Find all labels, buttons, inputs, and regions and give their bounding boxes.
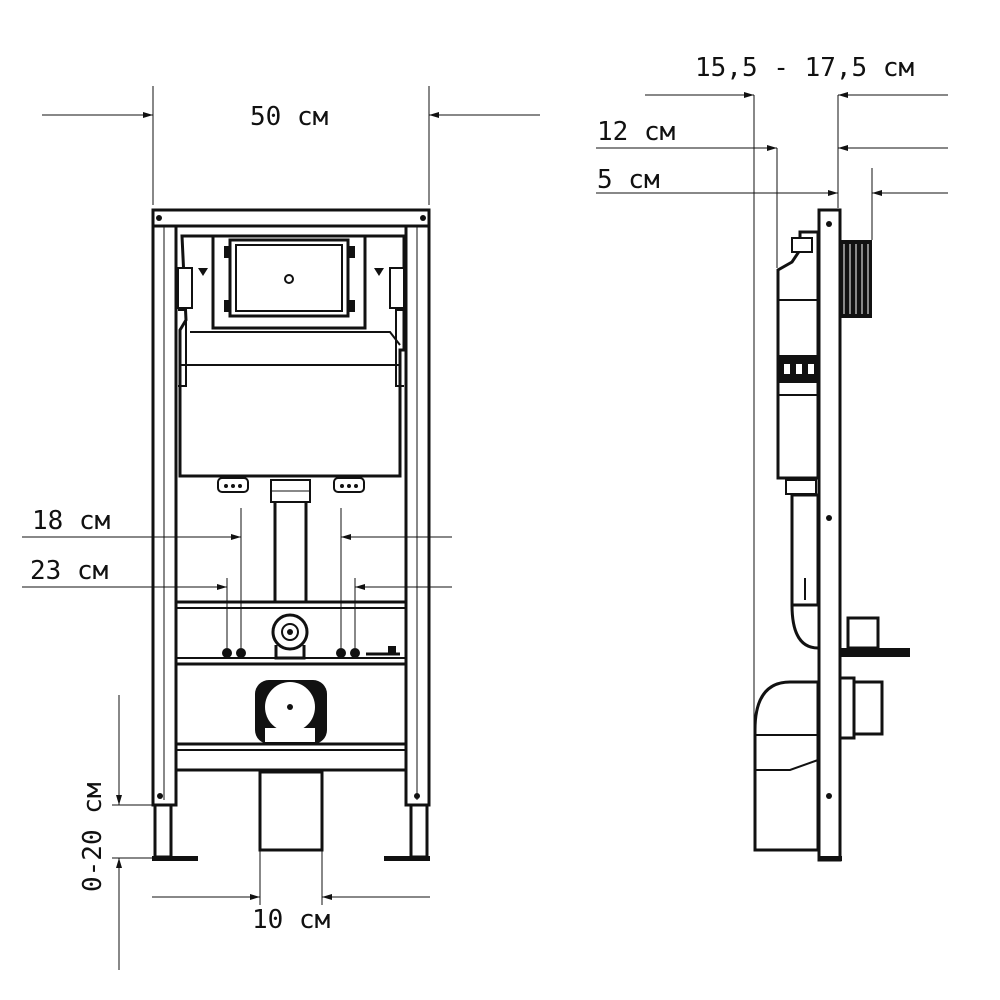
left-leg [153, 803, 173, 859]
dimension-depth-range: 15,5 - 17,5 см [645, 53, 948, 850]
dimension-width: 50 см [42, 86, 540, 205]
stud-hole [236, 648, 246, 658]
side-frame [817, 208, 842, 862]
dimension-label-depth-range: 15,5 - 17,5 см [695, 53, 914, 83]
front-view: 50 см 18 см 23 см 0-20 см [22, 86, 540, 970]
mounting-bolt [840, 648, 910, 657]
dimension-spacing-23: 23 см [22, 556, 452, 648]
dimension-depth-5: 5 см [596, 165, 948, 240]
dimension-label-23: 23 см [30, 556, 108, 586]
flush-pipe [273, 498, 308, 606]
right-leg [409, 803, 429, 859]
dimension-spacing-18: 18 см [22, 506, 452, 648]
dimension-label-height: 0-20 см [78, 782, 108, 892]
dimension-height-adjust: 0-20 см [78, 695, 160, 970]
dimension-depth-12: 12 см [596, 117, 948, 268]
stud-hole [336, 648, 346, 658]
dimension-label-10: 10 см [252, 905, 330, 935]
dimension-label-18: 18 см [32, 506, 110, 536]
side-drain-bend [753, 680, 820, 852]
dimension-label-width: 50 см [250, 102, 328, 132]
side-view: 15,5 - 17,5 см 12 см 5 см [596, 53, 948, 862]
drain-pipe [258, 770, 324, 852]
drain-outlet [255, 680, 327, 744]
stud-hole [222, 648, 232, 658]
dimension-label-12: 12 см [597, 117, 675, 147]
dimension-label-5: 5 см [597, 165, 660, 195]
dimension-pipe-width: 10 см [152, 850, 430, 935]
stud-hole [350, 648, 360, 658]
top-crossbar [151, 208, 431, 228]
